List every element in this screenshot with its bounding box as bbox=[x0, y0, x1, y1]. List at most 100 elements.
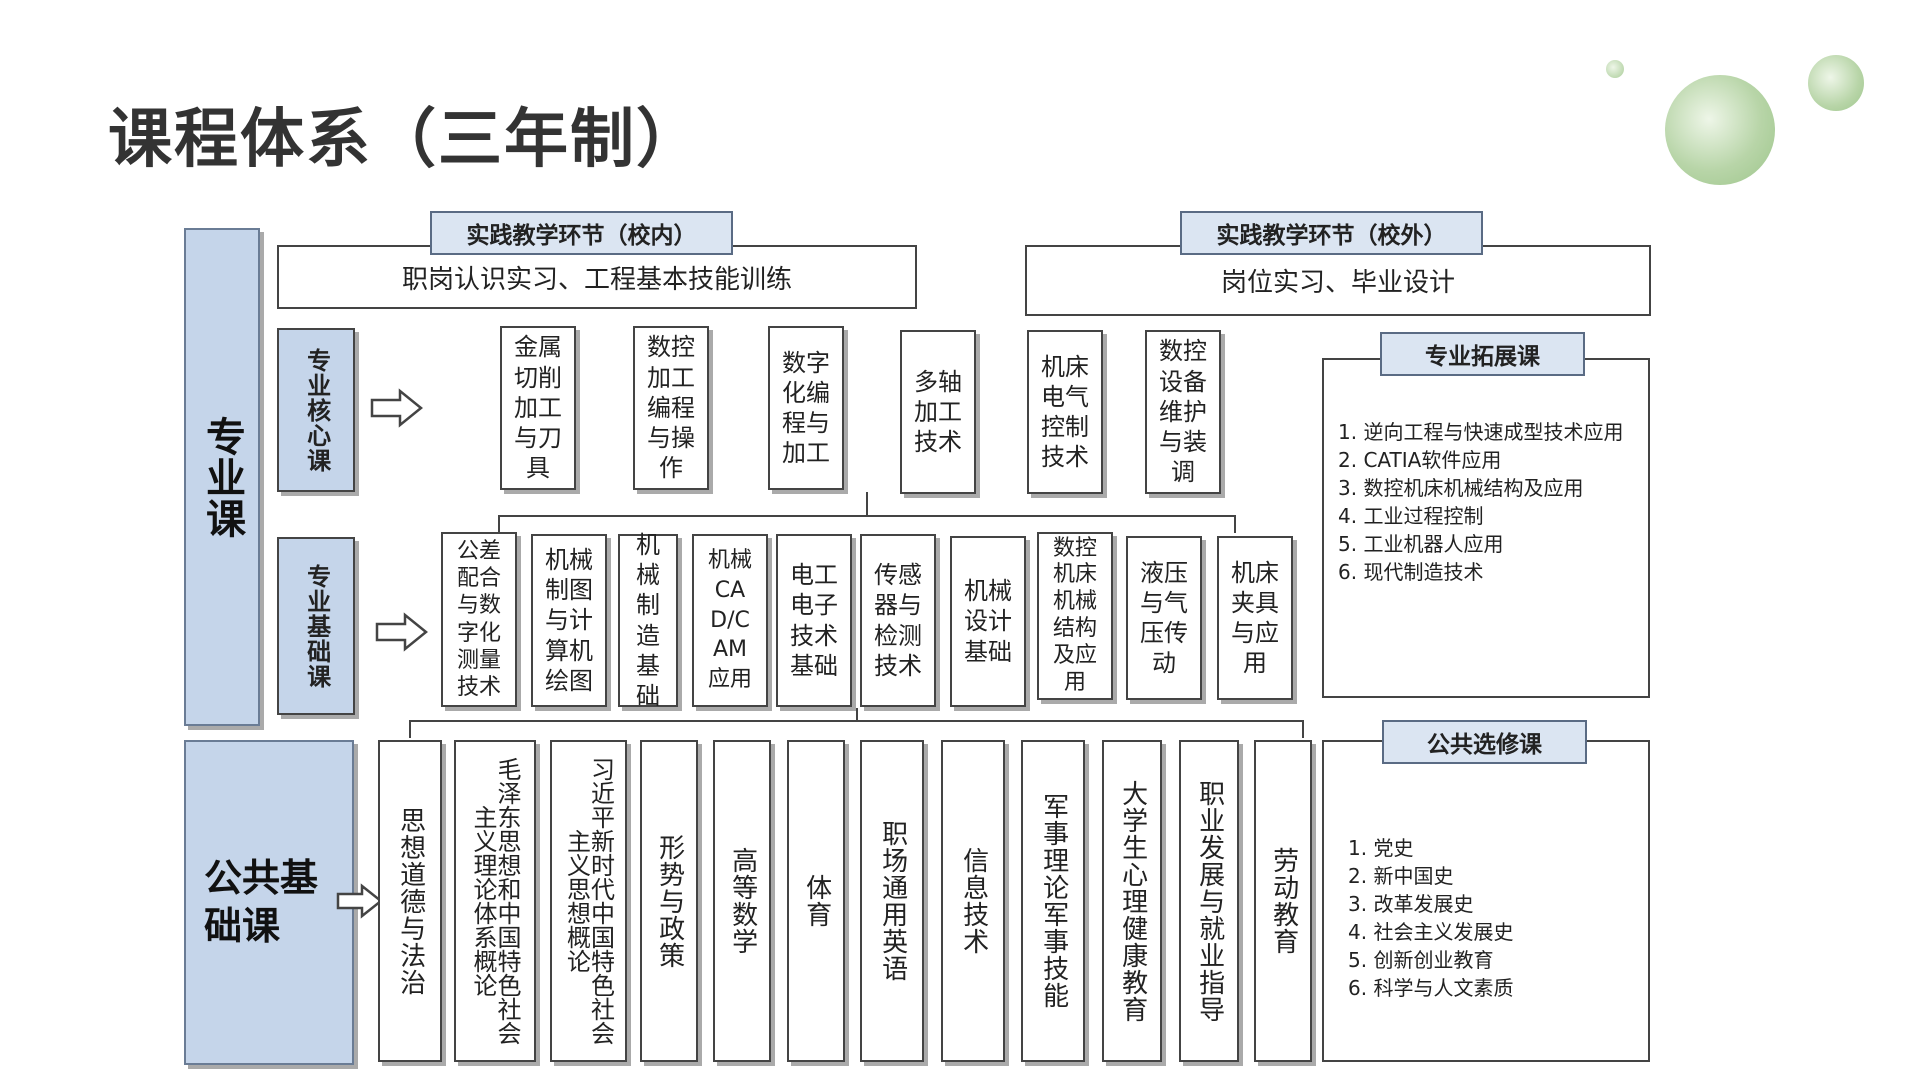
elective-item: 5. 创新创业教育 bbox=[1348, 948, 1494, 972]
public-course-text: 毛泽东思想和中国特色社会主义理论体系概论 bbox=[469, 757, 521, 1045]
elective-item: 2. 新中国史 bbox=[1348, 864, 1454, 888]
elective-item: 4. 社会主义发展史 bbox=[1348, 920, 1514, 944]
foundation-course: 公差配合与数字化测量技术 bbox=[441, 532, 517, 707]
foundation-course-text: 机床夹具与应用 bbox=[1231, 558, 1279, 678]
foundation-course-text: 数控机床机械结构及应用 bbox=[1052, 535, 1097, 695]
public-course-text: 大学生心理健康教育 bbox=[1117, 779, 1148, 1023]
practice-external-tab-text: 实践教学环节（校外） bbox=[1216, 223, 1447, 249]
practice-internal-tab-text: 实践教学环节（校内） bbox=[466, 223, 697, 249]
public-course: 军事理论军事技能 bbox=[1021, 740, 1085, 1062]
public-course: 毛泽东思想和中国特色社会主义理论体系概论 bbox=[454, 740, 536, 1062]
extension-item: 1. 逆向工程与快速成型技术应用 bbox=[1338, 420, 1624, 444]
foundation-course: 机械设计基础 bbox=[950, 536, 1026, 707]
arrow-right-icon bbox=[336, 883, 384, 919]
foundation-course-text: 机械制图与计算机绘图 bbox=[545, 545, 593, 695]
foundation-label-box: 专业基础课 bbox=[277, 537, 355, 715]
public-course-text: 体育 bbox=[801, 874, 832, 928]
public-course-text: 信息技术 bbox=[958, 847, 989, 955]
practice-internal-tab: 实践教学环节（校内） bbox=[430, 211, 733, 255]
public-course: 大学生心理健康教育 bbox=[1102, 740, 1162, 1062]
foundation-course: 传感器与检测技术 bbox=[860, 534, 936, 707]
decor-circle-small bbox=[1606, 60, 1624, 78]
elective-tab: 公共选修课 bbox=[1382, 720, 1587, 764]
public-course: 劳动教育 bbox=[1254, 740, 1312, 1062]
core-label-box: 专业核心课 bbox=[277, 328, 355, 492]
connector-line bbox=[498, 515, 1236, 517]
foundation-course-text: 机械设计基础 bbox=[964, 577, 1012, 666]
extension-item: 2. CATIA软件应用 bbox=[1338, 448, 1502, 472]
practice-internal-text: 职岗认识实习、工程基本技能训练 bbox=[401, 264, 792, 295]
core-course-text: 金属切削加工与刀具 bbox=[514, 333, 562, 483]
foundation-course-text: 公差配合与数字化测量技术 bbox=[456, 538, 501, 701]
public-course: 形势与政策 bbox=[640, 740, 698, 1062]
foundation-course: 机械制图与计算机绘图 bbox=[531, 534, 607, 707]
extension-list-box: 1. 逆向工程与快速成型技术应用 2. CATIA软件应用 3. 数控机床机械结… bbox=[1322, 358, 1650, 698]
public-course: 思想道德与法治 bbox=[378, 740, 442, 1062]
foundation-course: 液压与气压传动 bbox=[1126, 536, 1202, 700]
foundation-course-text: 机械制造基础 bbox=[636, 530, 660, 710]
foundation-course-text: 液压与气压传动 bbox=[1140, 558, 1188, 678]
core-course: 金属切削加工与刀具 bbox=[500, 326, 576, 490]
extension-item: 4. 工业过程控制 bbox=[1338, 504, 1484, 528]
public-course: 习近平新时代中国特色社会主义思想概论 bbox=[550, 740, 627, 1062]
elective-item: 6. 科学与人文素质 bbox=[1348, 976, 1514, 1000]
elective-item: 1. 党史 bbox=[1348, 836, 1414, 860]
core-course-text: 数控加工编程与操作 bbox=[647, 333, 695, 483]
extension-item: 3. 数控机床机械结构及应用 bbox=[1338, 476, 1584, 500]
core-course: 机床电气控制技术 bbox=[1027, 330, 1103, 494]
core-course: 数字化编程与加工 bbox=[768, 326, 844, 490]
extension-list: 1. 逆向工程与快速成型技术应用 2. CATIA软件应用 3. 数控机床机械结… bbox=[1338, 418, 1634, 586]
connector-line bbox=[856, 708, 858, 722]
practice-external-text: 岗位实习、毕业设计 bbox=[1220, 268, 1455, 298]
public-course-text: 思想道德与法治 bbox=[395, 806, 426, 996]
extension-tab-text: 专业拓展课 bbox=[1425, 344, 1540, 370]
connector-line bbox=[409, 720, 411, 738]
public-course: 高等数学 bbox=[713, 740, 771, 1062]
public-course: 职场通用英语 bbox=[860, 740, 924, 1062]
public-course-text: 劳动教育 bbox=[1268, 847, 1299, 955]
foundation-course: 机床夹具与应用 bbox=[1217, 536, 1293, 700]
core-course-text: 多轴加工技术 bbox=[914, 367, 962, 457]
foundation-course: 机械制造基础 bbox=[618, 531, 678, 710]
core-course: 多轴加工技术 bbox=[900, 330, 976, 494]
core-course-text: 数字化编程与加工 bbox=[782, 348, 830, 468]
connector-line bbox=[1234, 515, 1236, 533]
elective-tab-text: 公共选修课 bbox=[1427, 732, 1542, 758]
foundation-course: 机械CAD/CAM应用 bbox=[692, 534, 768, 707]
public-course-text: 职场通用英语 bbox=[877, 820, 908, 982]
side-professional-text: 专业课 bbox=[199, 415, 245, 539]
practice-external-tab: 实践教学环节（校外） bbox=[1180, 211, 1483, 255]
page-title: 课程体系（三年制） bbox=[108, 103, 702, 177]
extension-item: 6. 现代制造技术 bbox=[1338, 560, 1484, 584]
foundation-course: 数控机床机械结构及应用 bbox=[1037, 532, 1113, 700]
public-course: 信息技术 bbox=[941, 740, 1005, 1062]
elective-list-box: 1. 党史 2. 新中国史 3. 改革发展史 4. 社会主义发展史 5. 创新创… bbox=[1322, 740, 1650, 1062]
foundation-course-text: 电工电子技术基础 bbox=[790, 561, 838, 680]
arrow-right-icon bbox=[375, 612, 428, 652]
side-label-professional: 专业课 bbox=[184, 228, 260, 726]
connector-line bbox=[866, 492, 868, 516]
side-label-public: 公共基础课 bbox=[184, 740, 354, 1065]
decor-circle-large bbox=[1665, 75, 1775, 185]
elective-item: 3. 改革发展史 bbox=[1348, 892, 1474, 916]
foundation-course-text: 机械CAD/CAM应用 bbox=[707, 548, 752, 693]
practice-external-box: 岗位实习、毕业设计 bbox=[1025, 245, 1651, 316]
decor-circle-medium bbox=[1808, 55, 1864, 111]
core-course-text: 数控设备维护与装调 bbox=[1159, 337, 1207, 487]
public-course: 职业发展与就业指导 bbox=[1179, 740, 1239, 1062]
public-course-text: 高等数学 bbox=[727, 847, 758, 955]
extension-item: 5. 工业机器人应用 bbox=[1338, 532, 1504, 556]
public-course-text: 职业发展与就业指导 bbox=[1194, 779, 1225, 1023]
core-course: 数控设备维护与装调 bbox=[1145, 330, 1221, 494]
public-course: 体育 bbox=[787, 740, 845, 1062]
public-course-text: 习近平新时代中国特色社会主义思想概论 bbox=[562, 757, 615, 1045]
public-course-text: 军事理论军事技能 bbox=[1038, 793, 1069, 1009]
foundation-course: 电工电子技术基础 bbox=[776, 534, 852, 707]
extension-tab: 专业拓展课 bbox=[1380, 332, 1585, 376]
public-course-text: 形势与政策 bbox=[654, 833, 685, 969]
foundation-course-text: 传感器与检测技术 bbox=[874, 561, 922, 680]
arrow-right-icon bbox=[370, 388, 423, 428]
core-course-text: 机床电气控制技术 bbox=[1041, 352, 1089, 472]
core-course: 数控加工编程与操作 bbox=[633, 326, 709, 490]
